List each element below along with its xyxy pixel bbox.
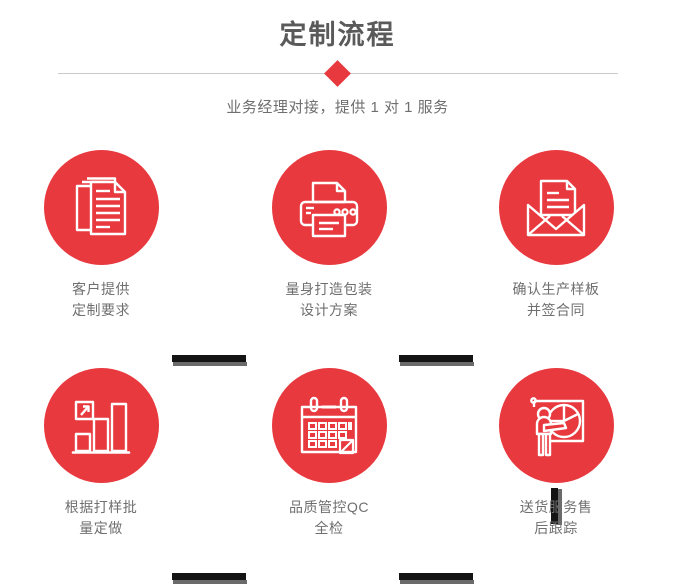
connector-horizontal-1 bbox=[172, 355, 247, 366]
step-3-circle bbox=[498, 150, 614, 265]
envelope-document-icon bbox=[526, 179, 586, 236]
header: 定制流程 业务经理对接，提供 1 对 1 服务 bbox=[0, 0, 675, 117]
page-subtitle: 业务经理对接，提供 1 对 1 服务 bbox=[226, 99, 449, 116]
documents-stack-icon bbox=[75, 176, 127, 235]
title-divider bbox=[0, 59, 675, 87]
step-3-label: 确认生产样板 并签合同 bbox=[512, 281, 600, 318]
connector-vertical-1 bbox=[551, 488, 562, 525]
process-row-1: 客户提供 定制要求 bbox=[0, 150, 675, 366]
presentation-pie-chart-icon bbox=[530, 396, 585, 456]
step-6-label: 送货服务售 后跟踪 bbox=[519, 499, 593, 536]
step-2-label: 量身打造包装 设计方案 bbox=[285, 281, 373, 318]
connector-bar bbox=[551, 488, 558, 524]
process-step-3[interactable]: 确认生产样板 并签合同 bbox=[466, 150, 646, 321]
process-step-6[interactable]: 送货服务售 后跟踪 bbox=[466, 368, 646, 539]
process-row-2: 根据打样批 量定做 bbox=[0, 368, 675, 584]
connector-shadow bbox=[400, 580, 474, 584]
printer-icon bbox=[299, 181, 359, 237]
connector-shadow bbox=[558, 489, 562, 525]
connector-bar bbox=[172, 355, 246, 362]
diamond-icon bbox=[324, 59, 351, 87]
step-4-label: 根据打样批 量定做 bbox=[64, 499, 138, 536]
process-step-1[interactable]: 客户提供 定制要求 bbox=[11, 150, 191, 321]
process-flow: 客户提供 定制要求 bbox=[0, 150, 675, 584]
step-4-circle bbox=[43, 368, 159, 483]
step-1-label: 客户提供 定制要求 bbox=[72, 281, 130, 318]
step-2-circle bbox=[271, 150, 387, 265]
connector-shadow bbox=[173, 362, 247, 366]
connector-bar bbox=[399, 573, 473, 580]
calendar-icon bbox=[300, 396, 358, 454]
connector-bar bbox=[399, 355, 473, 362]
step-5-circle bbox=[271, 368, 387, 483]
connector-shadow bbox=[173, 580, 247, 584]
bar-chart-growth-icon bbox=[71, 400, 131, 454]
connector-shadow bbox=[400, 362, 474, 366]
connector-horizontal-3 bbox=[172, 573, 247, 584]
step-1-circle bbox=[43, 150, 159, 265]
connector-horizontal-4 bbox=[399, 573, 474, 584]
connector-bar bbox=[172, 573, 246, 580]
process-step-5[interactable]: 品质管控QC 全检 bbox=[239, 368, 419, 539]
page-title: 定制流程 bbox=[279, 20, 396, 50]
process-step-2[interactable]: 量身打造包装 设计方案 bbox=[239, 150, 419, 321]
step-5-label: 品质管控QC 全检 bbox=[289, 499, 369, 536]
connector-horizontal-2 bbox=[399, 355, 474, 366]
process-step-4[interactable]: 根据打样批 量定做 bbox=[11, 368, 191, 539]
step-6-circle bbox=[498, 368, 614, 483]
